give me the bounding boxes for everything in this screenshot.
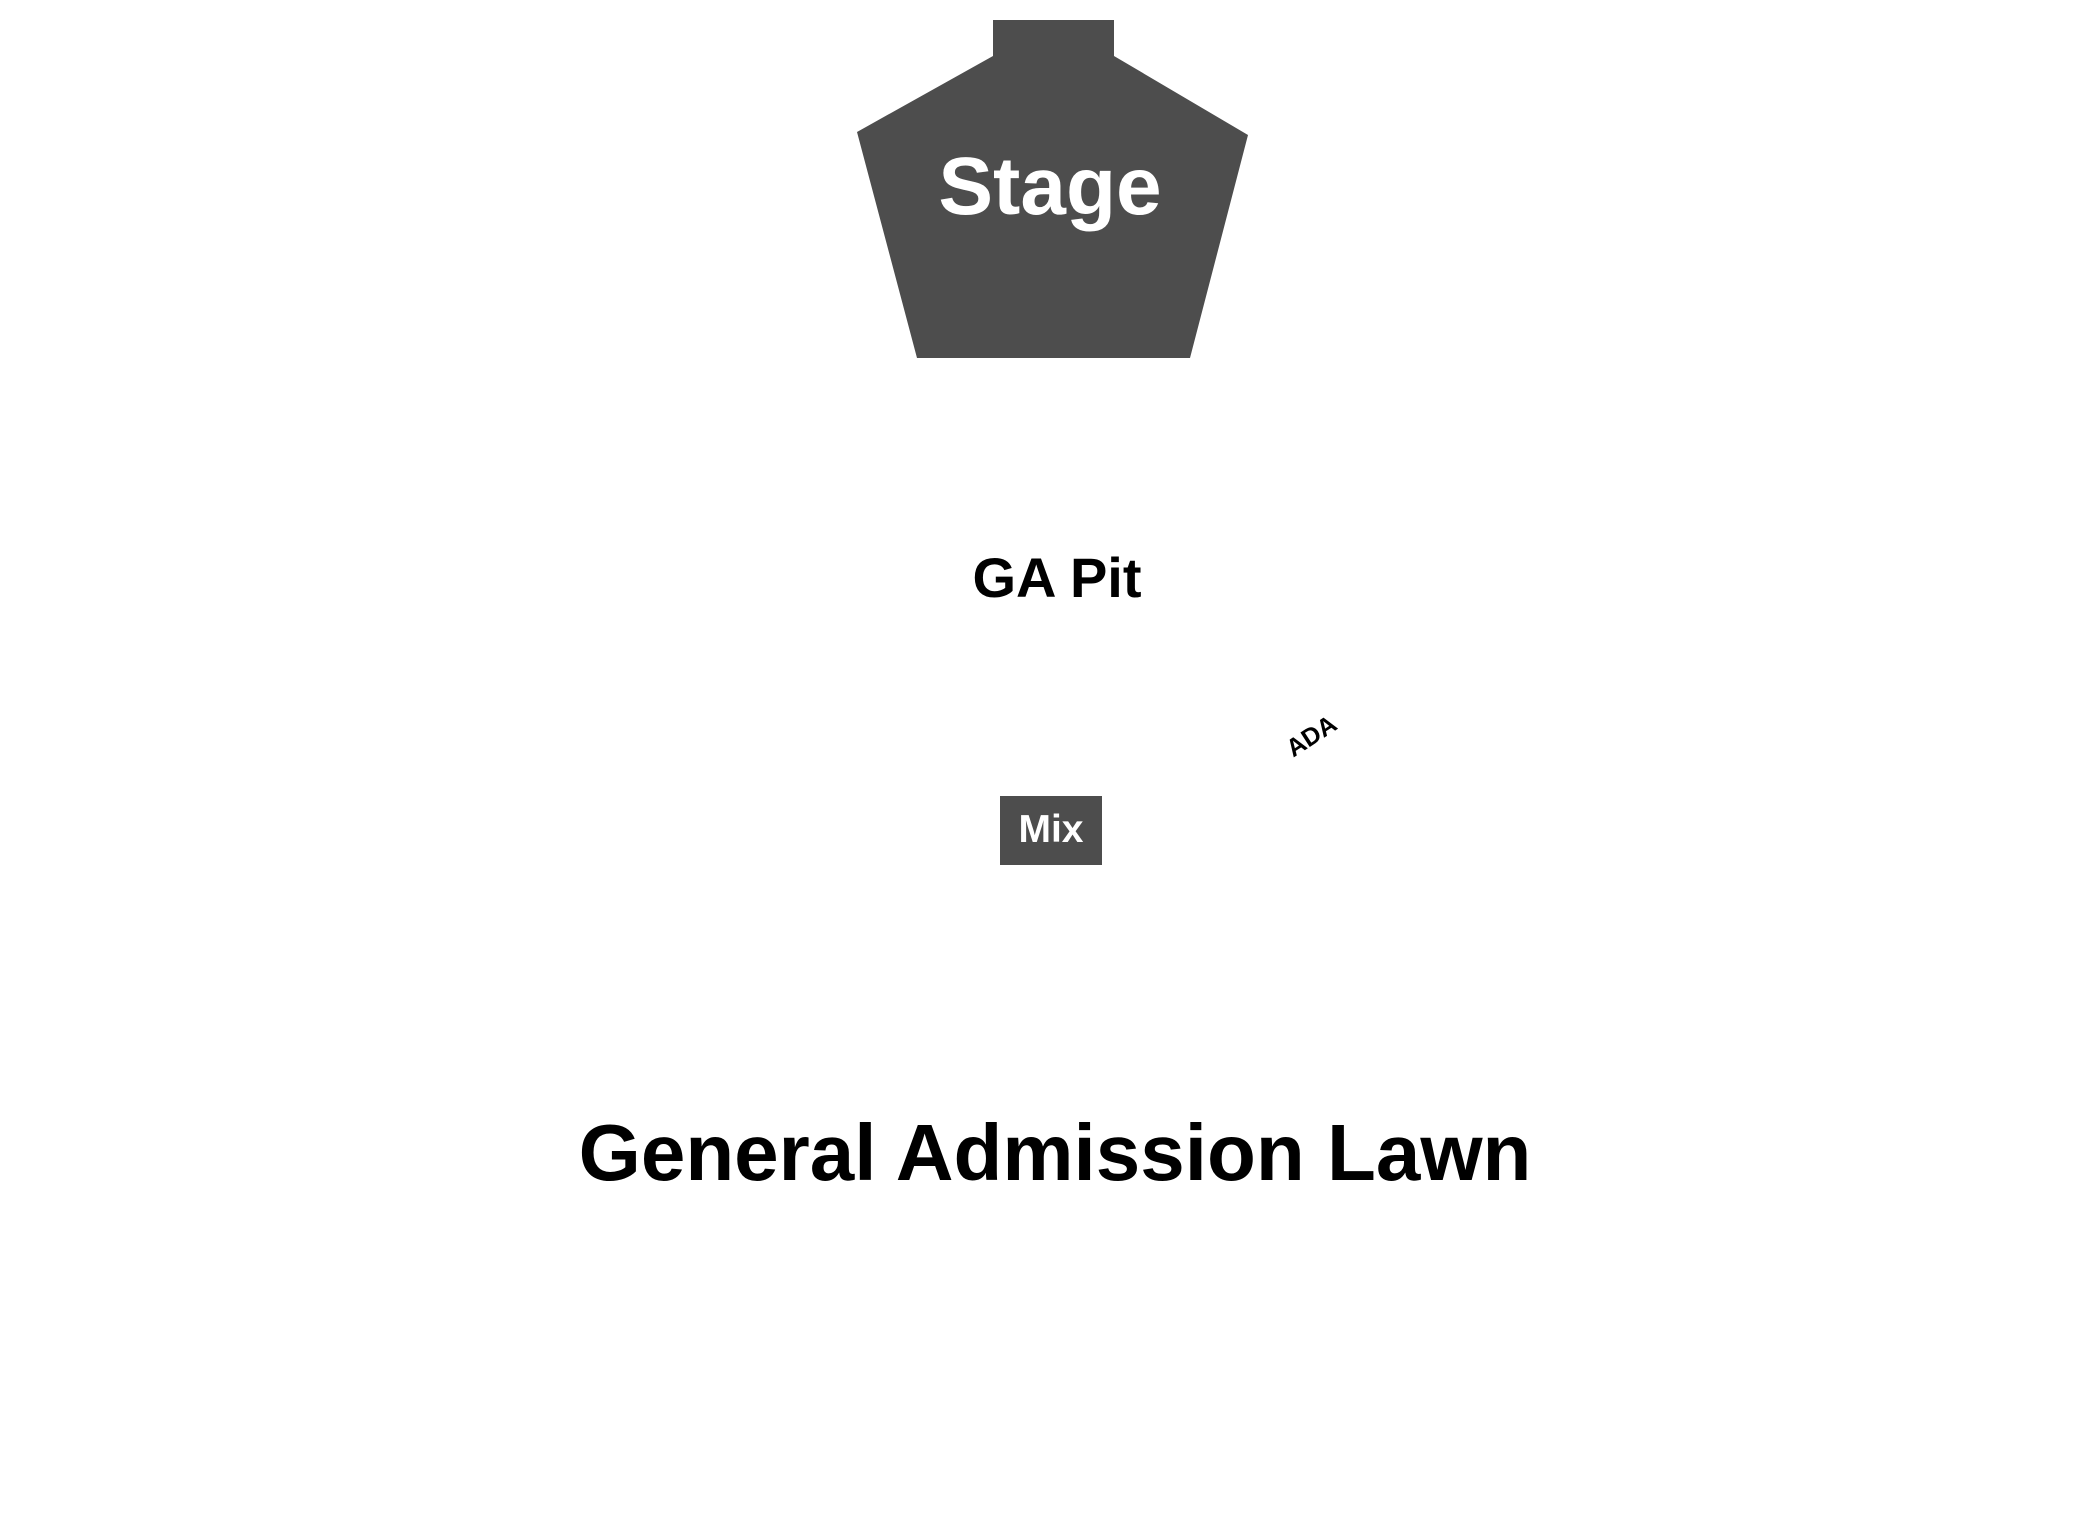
ga-pit-section[interactable]: GA Pit [972,546,1141,609]
lawn-section[interactable]: General Admission Lawn [579,1108,1532,1197]
mix-box [1000,796,1102,865]
ga-pit-label[interactable]: GA Pit [972,546,1141,609]
stage-shape[interactable] [857,20,1248,358]
stage-section[interactable]: Stage [857,20,1248,358]
mix-position: Mix [1000,796,1102,865]
ada-label[interactable]: ADA [1281,710,1342,763]
stage-label: Stage [938,141,1161,232]
lawn-label[interactable]: General Admission Lawn [579,1108,1532,1197]
ada-section[interactable]: ADA [1281,710,1342,763]
mix-label: Mix [1018,808,1083,851]
